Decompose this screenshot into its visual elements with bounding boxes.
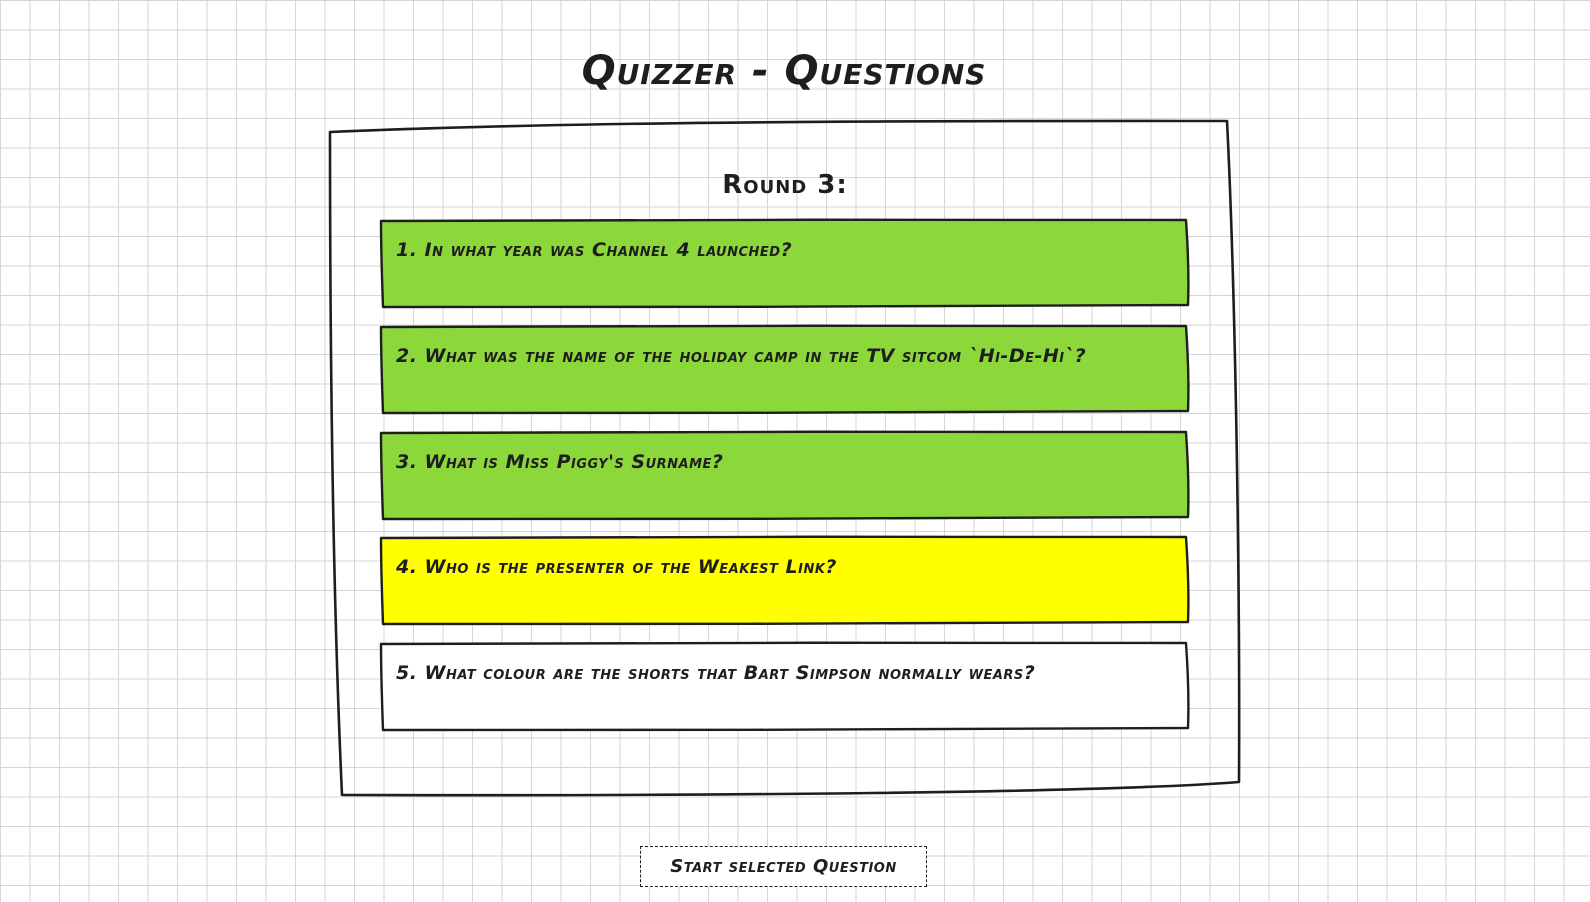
question-label: 5. What colour are the shorts that Bart …	[396, 662, 1036, 684]
question-item-4[interactable]: 4. Who is the presenter of the Weakest L…	[379, 535, 1190, 626]
page-title: Quizzer - Questions	[581, 48, 987, 94]
question-label: 4. Who is the presenter of the Weakest L…	[396, 556, 837, 578]
question-label: 2. What was the name of the holiday camp…	[396, 345, 1087, 367]
start-selected-question-button[interactable]: Start selected Question	[640, 846, 927, 887]
question-item-2[interactable]: 2. What was the name of the holiday camp…	[379, 324, 1190, 415]
question-item-3[interactable]: 3. What is Miss Piggy's Surname?	[379, 430, 1190, 521]
question-label: 3. What is Miss Piggy's Surname?	[396, 451, 724, 473]
question-card-outline	[379, 324, 1190, 415]
question-card-outline	[379, 641, 1190, 732]
question-item-1[interactable]: 1. In what year was Channel 4 launched?	[379, 218, 1190, 309]
question-card-outline	[379, 218, 1190, 309]
question-card-outline	[379, 535, 1190, 626]
question-item-5[interactable]: 5. What colour are the shorts that Bart …	[379, 641, 1190, 732]
round-title: Round 3:	[722, 170, 848, 200]
question-card-outline	[379, 430, 1190, 521]
question-label: 1. In what year was Channel 4 launched?	[396, 239, 793, 261]
